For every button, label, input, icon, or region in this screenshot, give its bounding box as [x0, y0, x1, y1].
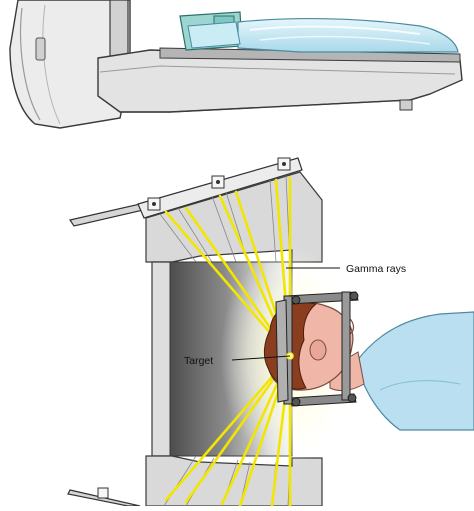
stereotactic-frame-illustration [275, 291, 359, 407]
target-leader-line [231, 355, 291, 361]
gamma-knife-unit-illustration [9, 0, 463, 129]
gamma-ray-beam [184, 354, 292, 504]
target-label: Target [184, 355, 213, 367]
patient-ear [309, 339, 327, 361]
mattress [237, 17, 459, 53]
gamma-rays-label: Gamma rays [346, 263, 406, 275]
patient-gown [355, 311, 474, 431]
source-holders-upper [147, 157, 291, 211]
unit-panel [35, 37, 46, 61]
gamma-ray-beam [164, 354, 292, 502]
